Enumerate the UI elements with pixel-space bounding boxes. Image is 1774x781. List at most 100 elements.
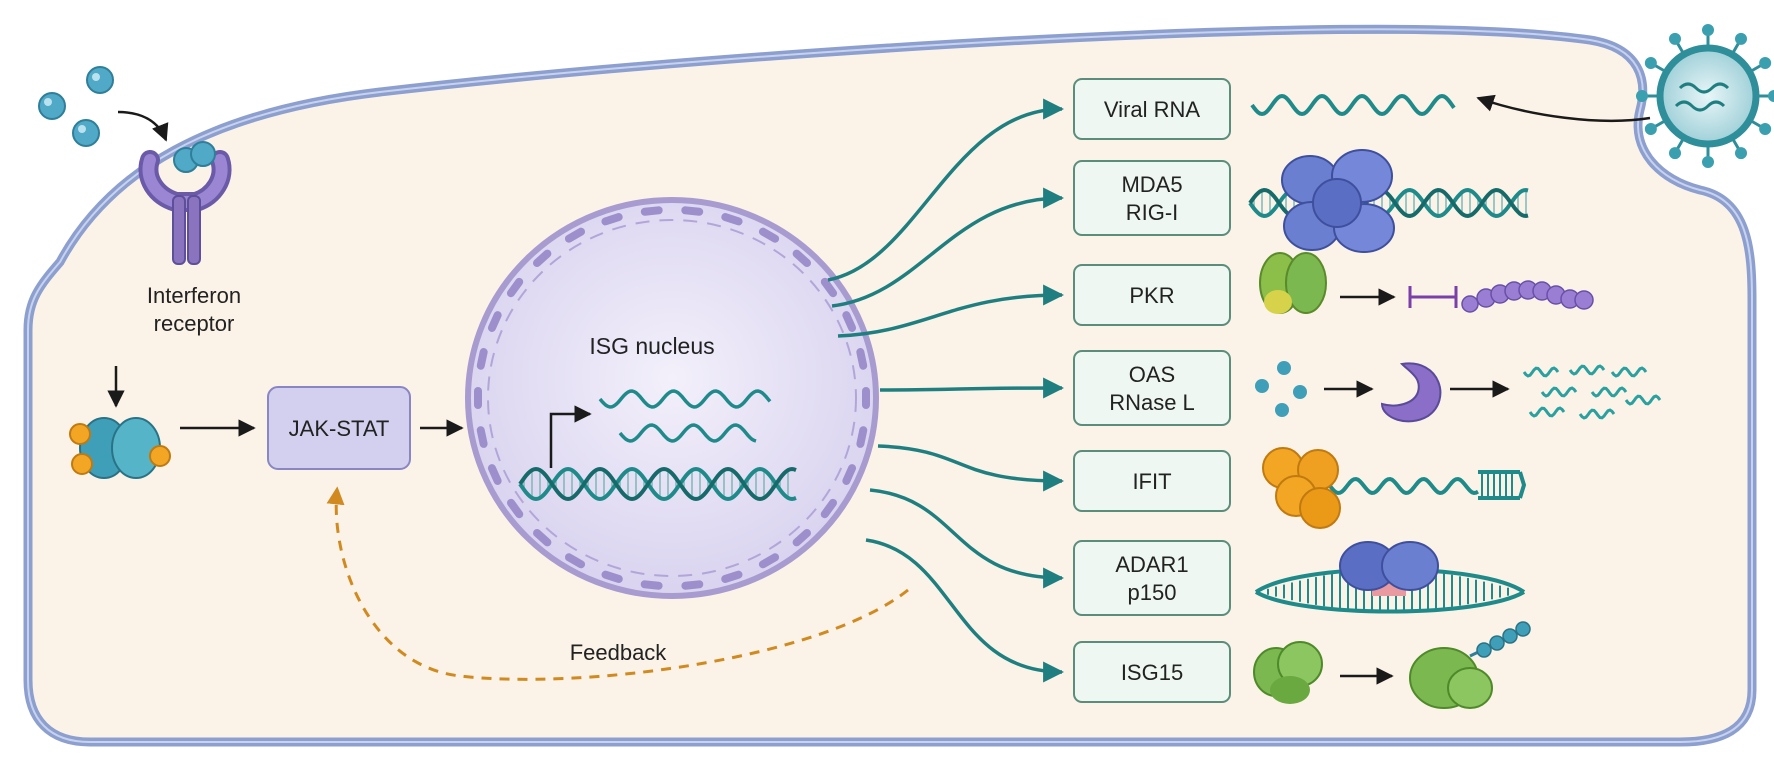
nuclear-pore	[474, 387, 482, 409]
effector-arrow	[877, 444, 1065, 492]
nucleus	[465, 197, 879, 599]
nuclear-pore	[856, 426, 868, 448]
feedback-arrow	[326, 486, 909, 681]
nuclear-pore	[532, 249, 552, 267]
effector-box-6: ADAR1 p150	[1073, 540, 1231, 616]
binding-arrow	[117, 110, 169, 142]
virus-spike-tip	[1644, 57, 1657, 69]
effector-label: ADAR1	[1115, 552, 1188, 577]
nuclear-pore	[507, 498, 524, 519]
effector-arrow	[827, 98, 1065, 282]
effector-label: RIG-I	[1126, 200, 1179, 225]
ifit-rna-strand	[1328, 476, 1479, 496]
rnase-l-protein	[1380, 362, 1442, 423]
nuclear-pore	[476, 426, 488, 448]
rna-fragment	[1578, 408, 1616, 420]
effector-label: p150	[1128, 580, 1177, 605]
dna-double-helix	[518, 466, 797, 502]
interferon-molecules	[38, 66, 114, 147]
inhibition-symbol	[1408, 286, 1458, 308]
amino-acid	[1461, 295, 1479, 313]
nuclear-pore	[820, 277, 838, 298]
nuclear-pore	[640, 206, 663, 216]
effector-label: IFIT	[1132, 469, 1171, 494]
cell-membrane-inner	[27, 28, 1753, 743]
virus-spike-tip	[1759, 57, 1772, 69]
ifit-protein	[1262, 447, 1341, 529]
mda5-rigi-protein	[1281, 149, 1395, 253]
effector-box-3: PKR	[1073, 264, 1231, 326]
nuclear-pore	[758, 553, 780, 569]
virus-particle	[1636, 24, 1774, 168]
effector-arrow	[865, 538, 1065, 683]
oligoadenylate-dots	[1255, 361, 1307, 417]
nuclear-pore	[487, 311, 502, 332]
nuclear-pore	[506, 277, 524, 298]
isg15-protein	[1253, 641, 1323, 704]
rna-fragment	[1540, 386, 1578, 398]
peptide-chain	[1461, 280, 1594, 313]
effector-box-1: Viral RNA	[1073, 78, 1231, 140]
effector-arrow	[837, 284, 1065, 338]
effector-arrow	[831, 187, 1065, 308]
virus-spike-tip	[1636, 90, 1648, 102]
nuclear-pore	[820, 498, 837, 519]
nuclear-pore	[721, 570, 743, 583]
nuclear-pore	[842, 464, 857, 485]
rna-fragment	[1522, 366, 1560, 378]
effector-box-4: OAS RNase L	[1073, 350, 1231, 426]
nuclear-pore	[862, 387, 870, 409]
effector-arrow	[879, 377, 1065, 399]
helix-strand	[518, 466, 797, 502]
virus-spike-tip	[1759, 123, 1772, 135]
nucleus-label: ISG nucleus	[589, 333, 714, 359]
nuclear-pore	[564, 227, 586, 243]
effector-label: RNase L	[1109, 390, 1195, 415]
nuclear-pore	[792, 529, 811, 547]
effector-label: ISG15	[1121, 660, 1183, 685]
virus-spike-tip	[1702, 156, 1714, 168]
virus-entry-arrow	[1476, 94, 1651, 123]
jak-stat-label: JAK-STAT	[289, 416, 390, 441]
virus-spike-tip	[1768, 90, 1774, 102]
rna-fragment	[1528, 406, 1566, 418]
helix-strand	[518, 466, 797, 502]
virus-spike-tip	[1669, 32, 1681, 45]
virus-spike-tip	[1735, 147, 1747, 160]
amino-acid	[1574, 290, 1594, 310]
transcription-arrow	[549, 405, 592, 468]
interferon-receptor	[138, 141, 232, 265]
isgylated-protein	[1409, 621, 1531, 709]
rna-fragment	[1610, 366, 1648, 378]
viral-rna-strand	[1250, 93, 1456, 117]
degraded-rna-fragments	[1522, 364, 1662, 420]
mrna-strand	[598, 389, 772, 409]
pkr-protein	[1259, 252, 1327, 314]
receptor-label-line1: Interferon	[147, 283, 241, 308]
effector-label: OAS	[1129, 362, 1175, 387]
nuclear-pore	[681, 206, 704, 216]
nuclear-pore	[856, 348, 868, 370]
rna-fragment	[1568, 364, 1606, 376]
effector-label: Viral RNA	[1104, 97, 1201, 122]
effector-box-5: IFIT	[1073, 450, 1231, 512]
nuclear-pore	[721, 213, 743, 226]
nuclear-pore	[758, 227, 780, 243]
jak-stat-box	[267, 386, 411, 470]
nuclear-pore	[476, 348, 488, 370]
virus-spike-tip	[1702, 24, 1714, 36]
nuclear-pore	[681, 580, 704, 590]
feedback-label: Feedback	[570, 640, 668, 665]
rna-fragment	[1624, 394, 1662, 406]
mrna-strand	[618, 423, 757, 443]
nuclear-pore	[601, 570, 623, 583]
nuclear-pore	[792, 249, 812, 267]
effector-label: MDA5	[1121, 172, 1182, 197]
rna-cap-ladder	[1478, 470, 1527, 500]
rna-fragment	[1590, 386, 1628, 398]
effector-box-7: ISG15	[1073, 641, 1231, 703]
nuclear-pore	[640, 580, 663, 590]
